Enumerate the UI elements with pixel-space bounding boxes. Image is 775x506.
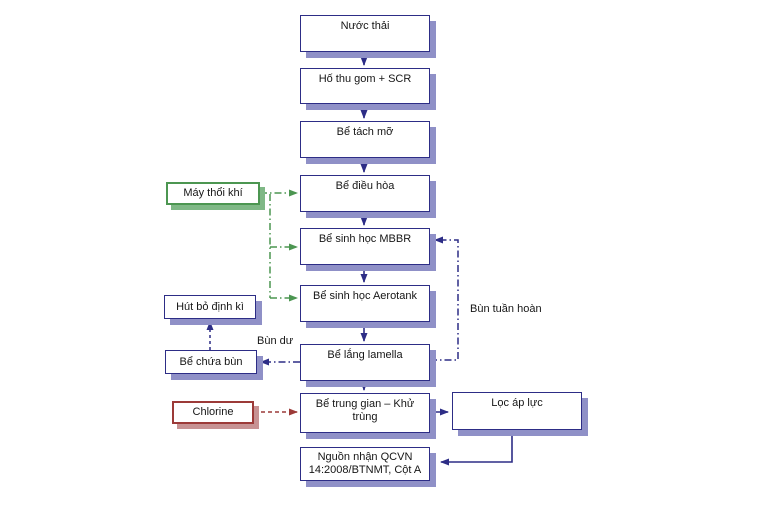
node-be-trung-gian: Bể trung gian – Khử trùng: [300, 393, 430, 433]
node-be-sinh-hoc-aerotank: Bể sinh học Aerotank: [300, 285, 430, 322]
node-be-lang-lamella-label: Bể lắng lamella: [327, 349, 403, 361]
node-be-sinh-hoc-mbbr: Bể sinh học MBBR: [300, 228, 430, 265]
node-ho-thu-gom: Hố thu gom + SCR: [300, 68, 430, 104]
node-be-chua-bun: Bể chứa bùn: [165, 350, 257, 374]
node-nguon-nhan: Nguồn nhận QCVN 14:2008/BTNMT, Cột A: [300, 447, 430, 481]
node-may-thoi-khi-label: Máy thổi khí: [183, 187, 243, 199]
node-be-lang-lamella: Bể lắng lamella: [300, 344, 430, 381]
node-nuoc-thai-label: Nước thải: [340, 20, 390, 32]
node-chlorine-label: Chlorine: [192, 406, 234, 418]
node-loc-ap-luc-label: Lọc áp lực: [491, 397, 543, 409]
node-be-sinh-hoc-aerotank-label: Bể sinh học Aerotank: [313, 290, 417, 302]
node-be-tach-mo: Bể tách mỡ: [300, 121, 430, 158]
sludge-return-line: [430, 236, 459, 361]
edge-label-bun-du: Bùn dư: [257, 335, 294, 347]
edge-label-bun-tuan-hoan: Bùn tuần hoàn: [470, 303, 542, 315]
node-chlorine: Chlorine: [172, 401, 254, 424]
arrow-locapluc-nguonnhan: [440, 430, 513, 466]
node-nguon-nhan-label: Nguồn nhận QCVN 14:2008/BTNMT, Cột A: [308, 451, 422, 476]
node-hut-bo-dinh-ki: Hút bỏ định kì: [164, 295, 256, 319]
node-be-dieu-hoa-label: Bể điều hòa: [335, 180, 395, 192]
node-nuoc-thai: Nước thải: [300, 15, 430, 52]
node-be-chua-bun-label: Bể chứa bùn: [179, 355, 243, 368]
node-hut-bo-dinh-ki-label: Hút bỏ định kì: [176, 300, 244, 313]
node-loc-ap-luc: Lọc áp lực: [452, 392, 582, 430]
node-be-sinh-hoc-mbbr-label: Bể sinh học MBBR: [318, 233, 412, 245]
node-be-tach-mo-label: Bể tách mỡ: [336, 126, 394, 138]
node-be-dieu-hoa: Bể điều hòa: [300, 175, 430, 212]
node-may-thoi-khi: Máy thổi khí: [166, 182, 260, 205]
node-ho-thu-gom-label: Hố thu gom + SCR: [318, 73, 412, 85]
node-be-trung-gian-label: Bể trung gian – Khử trùng: [315, 398, 415, 423]
